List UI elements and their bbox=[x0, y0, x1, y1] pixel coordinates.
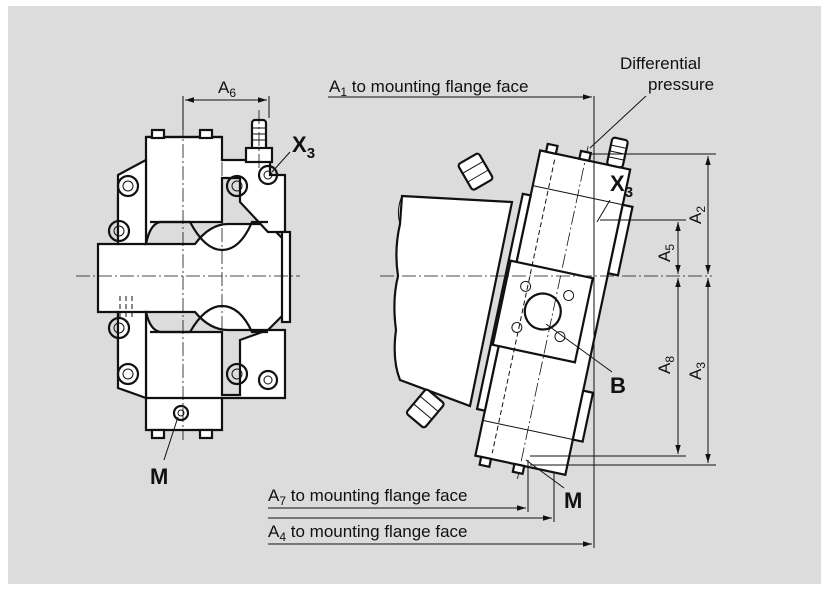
side-view-m-boss bbox=[571, 389, 595, 443]
side-view-x3-boss bbox=[606, 203, 634, 277]
differential-pressure-label-line1: Differential bbox=[620, 54, 701, 73]
side-view-fitting-bottom bbox=[405, 388, 445, 429]
side-view: A1 to mounting flange face Differential … bbox=[268, 54, 716, 548]
front-view-right-strip bbox=[280, 230, 292, 324]
side-view-port-b-bore bbox=[523, 292, 562, 331]
front-view-left-lobe-bottom bbox=[116, 310, 148, 400]
side-view-pump-housing bbox=[393, 194, 514, 408]
port-m-left-label: M bbox=[150, 464, 168, 489]
a6-label: A6 bbox=[218, 78, 236, 100]
front-view-bolt-holes bbox=[107, 164, 279, 422]
differential-pressure-leader bbox=[589, 95, 647, 149]
a7-label: A7 to mounting flange face bbox=[268, 486, 468, 508]
port-m-right-label: M bbox=[564, 488, 582, 513]
front-view-bottom-lug-1 bbox=[150, 428, 166, 440]
port-x3-left-label: X3 bbox=[292, 132, 315, 162]
port-x3-right-label: X3 bbox=[610, 171, 633, 201]
differential-pressure-label-line2: pressure bbox=[648, 75, 714, 94]
a8-label: A8 bbox=[655, 356, 677, 374]
a5-label: A5 bbox=[655, 244, 677, 262]
front-view-top-lug-2 bbox=[198, 128, 214, 140]
a2-label: A2 bbox=[686, 206, 708, 224]
side-view-fitting-top bbox=[457, 152, 494, 191]
port-b-label: B bbox=[610, 373, 626, 398]
a3-label: A3 bbox=[686, 362, 708, 380]
front-view: A6 X3 M bbox=[76, 78, 315, 489]
a1-label: A1 to mounting flange face bbox=[329, 77, 529, 99]
a4-label: A4 to mounting flange face bbox=[268, 522, 468, 544]
front-view-bottom-lug-2 bbox=[198, 428, 214, 440]
front-view-top-lug-1 bbox=[150, 128, 166, 140]
front-view-left-lobe-top bbox=[116, 158, 148, 246]
side-view-port-block bbox=[491, 259, 595, 364]
